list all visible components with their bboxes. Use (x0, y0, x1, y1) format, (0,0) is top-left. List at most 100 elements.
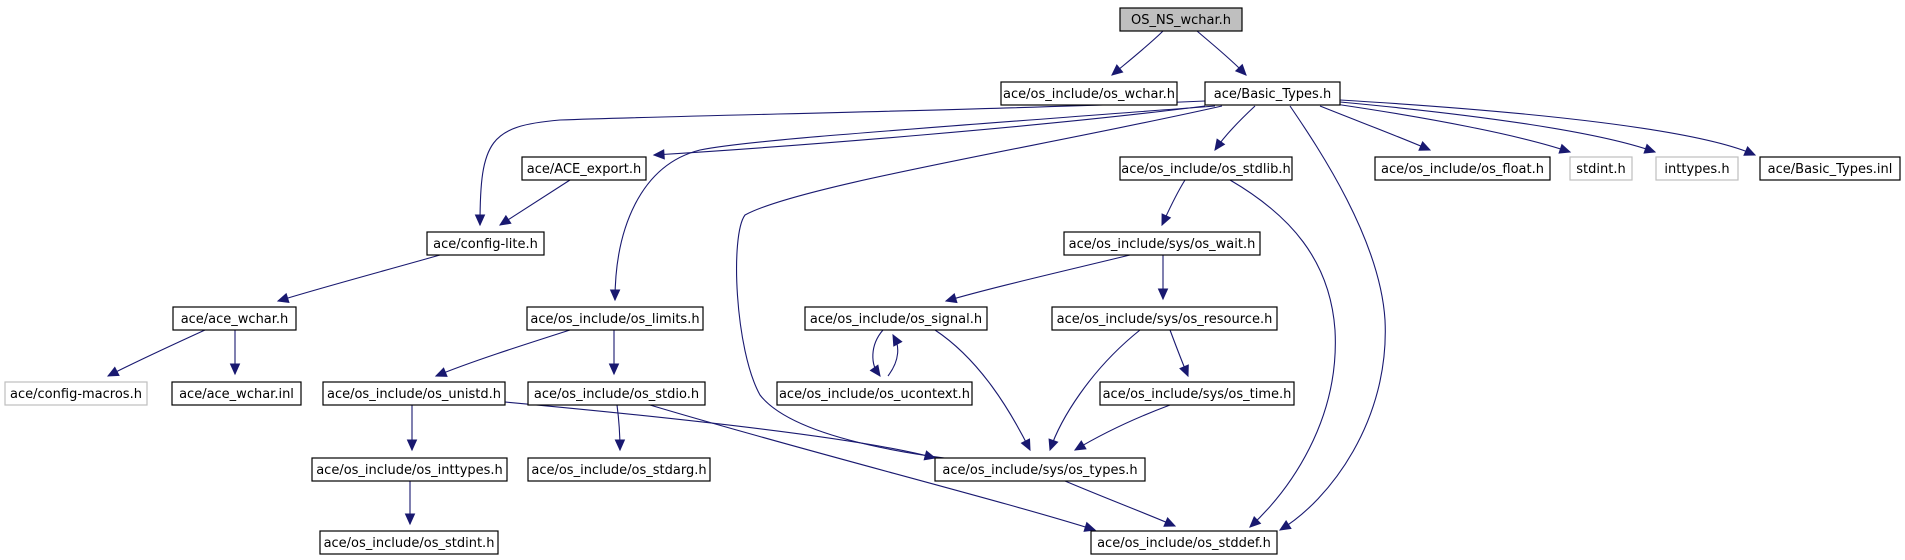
edge-line (1339, 99, 1756, 156)
node-os-limits[interactable]: ace/os_include/os_limits.h (526, 306, 704, 331)
node-box (1119, 156, 1293, 181)
edge-os_signal-to-os_ucontext (869, 329, 884, 377)
edge-basic_types-to-os_float (1319, 105, 1432, 151)
node-label: ace/ace_wchar.h (181, 312, 289, 327)
node-os-time[interactable]: ace/os_include/sys/os_time.h (1099, 381, 1295, 406)
node-label: ace/os_include/os_ucontext.h (779, 387, 970, 402)
edge-basic_types-to-os_limits (609, 105, 1216, 302)
node-box (311, 457, 508, 482)
edge-line (499, 179, 571, 226)
arrowhead (404, 513, 416, 526)
arrowhead (1234, 63, 1247, 76)
node-inttypes: inttypes.h (1655, 156, 1739, 181)
node-box (1655, 156, 1739, 181)
node-os-resource[interactable]: ace/os_include/sys/os_resource.h (1051, 306, 1278, 331)
arrowhead (1743, 145, 1757, 156)
arrowhead (474, 214, 486, 227)
node-os-stdlib[interactable]: ace/os_include/os_stdlib.h (1119, 156, 1293, 181)
node-ace-wchar-inl[interactable]: ace/ace_wchar.inl (171, 381, 302, 406)
edge-line (1074, 404, 1171, 451)
arrowhead (406, 439, 418, 452)
node-os-ucontext[interactable]: ace/os_include/os_ucontext.h (776, 381, 973, 406)
edge-basic_types-to-basic_types_inl (1339, 99, 1757, 156)
node-box (171, 381, 302, 406)
edge-os_resource-to-os_time (1169, 329, 1189, 378)
edge-os_limits-to-os_stdio (608, 330, 620, 376)
edge-os_resource-to-os_types (1048, 329, 1141, 452)
edge-basic_types-to-os_stdlib (1214, 105, 1256, 152)
node-box (776, 381, 973, 406)
arrowhead (106, 366, 120, 377)
edge-line (479, 100, 1206, 226)
edge-ace_export-to-config_lite (498, 179, 571, 226)
node-basic-types-inl[interactable]: ace/Basic_Types.inl (1759, 156, 1901, 181)
node-basic-types[interactable]: ace/Basic_Types.h (1204, 81, 1341, 106)
node-ace-export[interactable]: ace/ACE_export.h (521, 156, 647, 181)
node-os-types[interactable]: ace/os_include/sys/os_types.h (934, 457, 1146, 482)
edge-line (1229, 179, 1336, 528)
arrowhead (608, 363, 620, 376)
node-box (322, 381, 506, 406)
edge-layer (106, 30, 1757, 532)
edge-line (107, 329, 206, 377)
edge-line (934, 329, 1031, 451)
node-ace-wchar[interactable]: ace/ace_wchar.h (172, 306, 297, 331)
node-os-inttypes[interactable]: ace/os_include/os_inttypes.h (311, 457, 508, 482)
node-box (1063, 231, 1261, 256)
edge-basic_types-to-inttypes (1339, 101, 1657, 154)
edge-line (614, 105, 1216, 301)
node-label: ace/Basic_Types.h (1214, 87, 1331, 102)
node-label: OS_NS_wchar.h (1131, 13, 1231, 28)
arrowhead (944, 293, 958, 304)
arrowhead (614, 439, 626, 452)
node-box (426, 231, 545, 256)
node-os-wchar[interactable]: ace/os_include/os_wchar.h (1000, 81, 1178, 106)
arrowhead (609, 289, 621, 302)
node-os-stddef[interactable]: ace/os_include/os_stddef.h (1090, 530, 1278, 555)
node-box (526, 306, 704, 331)
node-os-stdarg[interactable]: ace/os_include/os_stdarg.h (527, 457, 711, 482)
node-box (1099, 381, 1295, 406)
edge-os_time-to-os_types (1073, 404, 1171, 451)
node-label: ace/os_include/sys/os_wait.h (1069, 237, 1256, 252)
node-os-ns-wchar[interactable]: OS_NS_wchar.h (1119, 7, 1243, 32)
node-label: ace/os_include/os_float.h (1381, 162, 1544, 177)
arrowhead (1418, 140, 1432, 151)
node-os-unistd[interactable]: ace/os_include/os_unistd.h (322, 381, 506, 406)
arrowhead (1073, 440, 1087, 451)
node-os-stdio[interactable]: ace/os_include/os_stdio.h (527, 381, 706, 406)
edge-line (1334, 103, 1571, 153)
edge-os_stdio-to-os_stdarg (614, 404, 626, 452)
edge-line (277, 254, 441, 302)
node-os-stdint[interactable]: ace/os_include/os_stdint.h (319, 530, 499, 555)
node-box (319, 530, 499, 555)
node-label: ace/os_include/os_stdlib.h (1121, 162, 1290, 177)
edge-line (1279, 105, 1386, 531)
node-config-lite[interactable]: ace/config-lite.h (426, 231, 545, 256)
arrowhead (1278, 519, 1292, 531)
node-box (4, 381, 148, 406)
node-os-signal[interactable]: ace/os_include/os_signal.h (804, 306, 988, 331)
edge-line (1319, 105, 1431, 151)
arrowhead (1214, 138, 1226, 152)
node-box (1000, 81, 1178, 106)
node-box (1119, 7, 1243, 32)
edge-os_signal-to-os_types (934, 329, 1031, 452)
arrowhead (434, 367, 448, 377)
edge-os_stdlib-to-os_stddef (1229, 179, 1336, 528)
arrowhead (1161, 213, 1172, 227)
arrowhead (1163, 516, 1177, 527)
edge-os_ucontext-to-os_signal (887, 333, 903, 377)
arrowhead (652, 149, 665, 160)
node-box (1204, 81, 1341, 106)
node-os-float[interactable]: ace/os_include/os_float.h (1374, 156, 1551, 181)
node-os-wait[interactable]: ace/os_include/sys/os_wait.h (1063, 231, 1261, 256)
arrowhead (1111, 64, 1124, 76)
node-box (521, 156, 647, 181)
node-label: ace/os_include/sys/os_types.h (942, 463, 1137, 478)
edge-ace_wchar-to-ace_wchar_inl (229, 330, 241, 376)
node-label: ace/os_include/os_inttypes.h (316, 463, 503, 478)
node-label: ace/config-lite.h (433, 237, 538, 252)
arrowhead (229, 363, 241, 376)
edge-line (649, 404, 1096, 531)
